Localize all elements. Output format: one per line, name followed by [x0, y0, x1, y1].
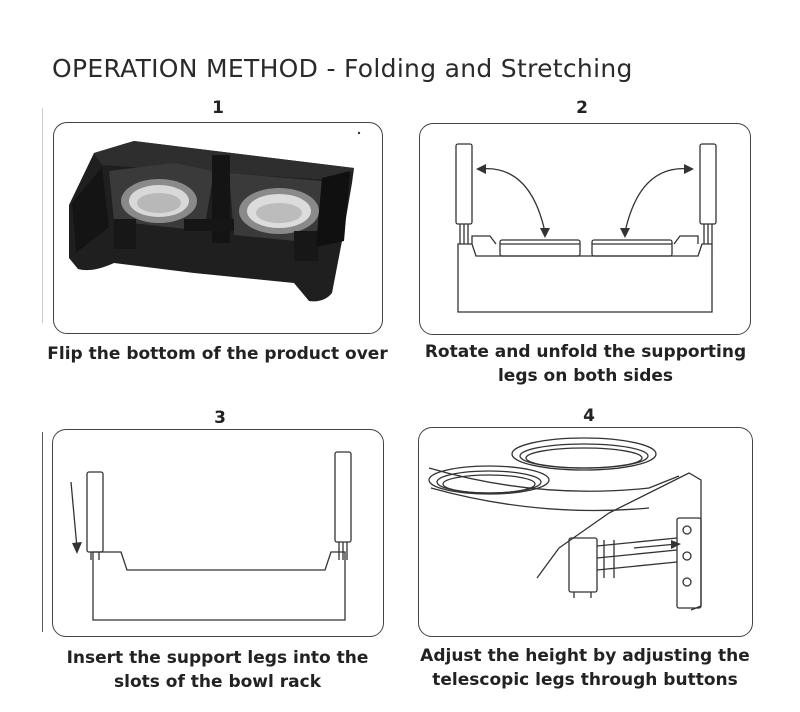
- page-title: OPERATION METHOD - Folding and Stretchin…: [52, 54, 633, 83]
- step-2-caption-line1: Rotate and unfold the supporting: [424, 342, 747, 362]
- step-1-caption: Flip the bottom of the product over: [40, 342, 395, 366]
- step-4-caption: Adjust the height by adjusting the teles…: [400, 644, 770, 692]
- step-1-caption-line1: Flip the bottom of the product over: [47, 344, 388, 364]
- step-1-number: 1: [212, 98, 224, 118]
- step-4-number: 4: [583, 406, 595, 426]
- step-3-number: 3: [214, 408, 226, 428]
- step-3-caption-line1: Insert the support legs into the: [66, 648, 369, 668]
- flipped-bowl-rack-illustration: [69, 131, 361, 302]
- step-2-panel: [419, 123, 751, 335]
- step-4-caption-line1: Adjust the height by adjusting the: [420, 646, 750, 666]
- edge-line: [42, 108, 43, 323]
- step-1-panel: [53, 122, 383, 334]
- step-4-caption-line2: telescopic legs through buttons: [432, 670, 738, 690]
- edge-line: [42, 432, 43, 632]
- unfold-legs-illustration: [455, 143, 717, 313]
- step-4-panel: [418, 427, 753, 637]
- step-2-number: 2: [576, 98, 588, 118]
- step-2-caption-line2: legs on both sides: [497, 366, 674, 386]
- insert-legs-illustration: [70, 451, 352, 621]
- step-3-panel: [52, 429, 384, 637]
- step-3-caption: Insert the support legs into the slots o…: [40, 646, 395, 694]
- adjust-height-illustration: [428, 437, 702, 611]
- step-3-caption-line2: slots of the bowl rack: [114, 672, 321, 692]
- step-2-caption: Rotate and unfold the supporting legs on…: [408, 340, 763, 388]
